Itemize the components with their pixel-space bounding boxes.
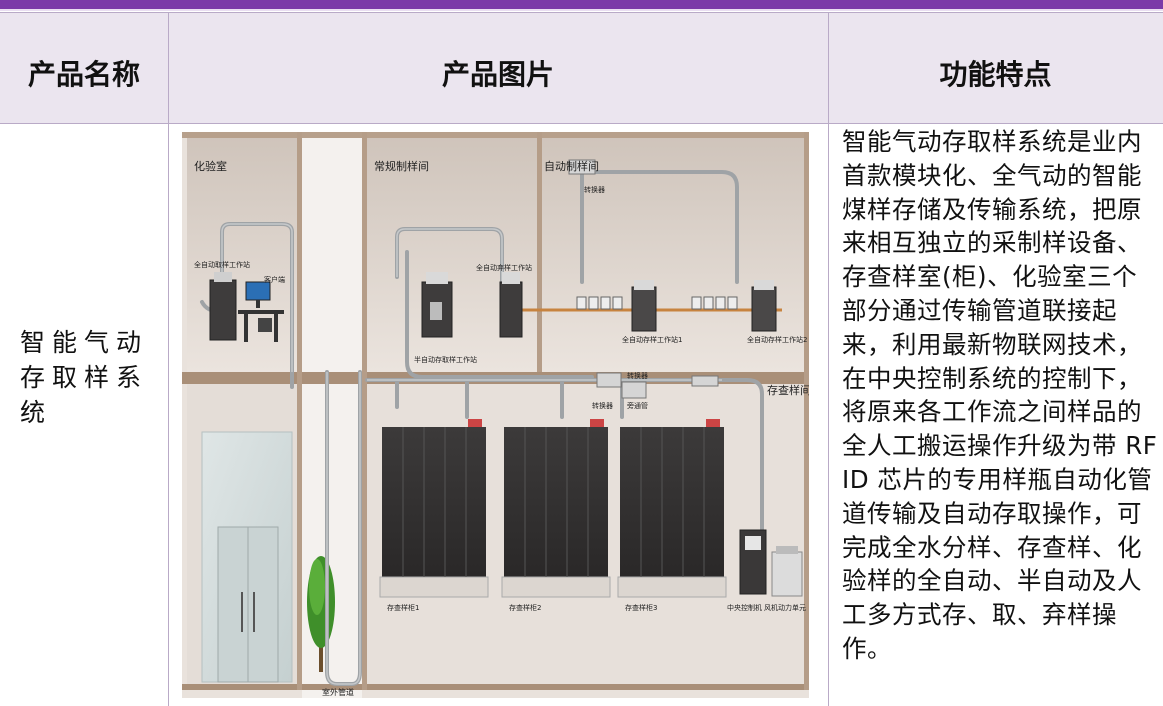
label-converter-top: 转换器 (584, 185, 605, 194)
ground-slab (182, 684, 809, 690)
label-converter-mid: 转换器 (627, 371, 648, 380)
label-auto-station-2: 全自动存样工作站2 (747, 335, 807, 344)
wall-right (804, 132, 809, 690)
label-auto-station-1: 全自动存样工作站1 (622, 335, 682, 344)
wall-3 (537, 132, 542, 372)
label-fan-unit: 风机动力单元 (764, 603, 806, 612)
converter-top-icon (568, 159, 596, 175)
wall-2 (362, 132, 367, 690)
col-divider-1 (168, 12, 169, 706)
storage-cabinet-2 (501, 419, 611, 598)
auto-prep-room (542, 137, 804, 372)
client-monitor-icon (245, 281, 271, 301)
top-accent-bar (0, 0, 1163, 9)
label-bypass: 旁通管 (627, 401, 648, 410)
label-semi-auto-station: 半自动存取样工作站 (414, 355, 477, 364)
label-auto-discard-station: 全自动弃样工作站 (476, 263, 532, 272)
label-lab: 化验室 (194, 159, 227, 173)
label-cabinet-2: 存查样柜2 (509, 603, 541, 612)
header-features: 功能特点 (939, 58, 1052, 91)
product-name-cell: 智能气动存取样系统 (20, 328, 149, 427)
product-picture: 化验室 常规制样间 自动制样间 存查样间 全自动取样工作站 客户端 半自动存取样… (182, 132, 809, 698)
storage-cabinet-1 (379, 419, 489, 598)
label-auto-prep: 自动制样间 (544, 159, 599, 173)
label-regular-prep: 常规制样间 (374, 159, 429, 173)
central-control-unit (739, 529, 767, 595)
col-divider-2 (828, 12, 829, 706)
roof-slab (182, 132, 809, 138)
auto-discard-station (499, 281, 523, 338)
label-client: 客户端 (264, 275, 285, 284)
label-central-control: 中央控制机 (727, 603, 762, 612)
header-top-line (0, 12, 1163, 13)
converter-right-icon (621, 381, 647, 399)
features-cell: 智能气动存取样系统是业内首款模块化、全气动的智能煤样存储及传输系统，把原来相互独… (842, 127, 1158, 663)
auto-station-1 (631, 286, 657, 332)
auto-sample-station (209, 279, 237, 341)
header-bottom-line (0, 123, 1163, 124)
table-header-row (0, 12, 1163, 124)
label-cabinet-1: 存查样柜1 (387, 603, 419, 612)
sample-bottles-1 (576, 296, 623, 310)
top-accent-line (0, 9, 1163, 11)
auto-station-2 (751, 286, 777, 332)
client-chair (258, 318, 272, 332)
label-outdoor-pipe: 室外管道 (322, 687, 354, 697)
label-storage-room: 存查样间 (767, 383, 809, 397)
storage-cabinet-3 (617, 419, 727, 598)
header-product-picture: 产品图片 (441, 58, 554, 91)
bypass-pipe-icon (691, 375, 719, 387)
sample-bottles-2 (691, 296, 738, 310)
label-auto-sample-station: 全自动取样工作站 (194, 260, 250, 269)
converter-mid-icon (596, 372, 622, 388)
lab-room (187, 137, 297, 372)
header-product-name: 产品名称 (27, 58, 140, 91)
label-converter-right: 转换器 (592, 401, 613, 410)
fan-power-unit (771, 551, 803, 597)
wall-1 (297, 132, 302, 690)
system-diagram: 化验室 常规制样间 自动制样间 存查样间 全自动取样工作站 客户端 半自动存取样… (182, 132, 809, 698)
label-cabinet-3: 存查样柜3 (625, 603, 657, 612)
client-desk (238, 310, 284, 314)
